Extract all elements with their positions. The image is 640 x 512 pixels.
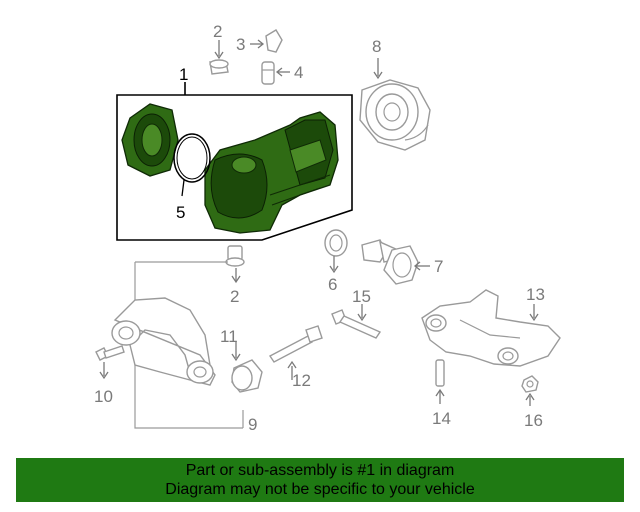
pinion-flange-part[interactable] (359, 58, 431, 151)
plug-part-top[interactable] (209, 40, 229, 75)
callout-8: 8 (372, 37, 381, 56)
callout-15: 15 (352, 287, 371, 306)
bolt-part-12[interactable] (268, 325, 323, 380)
callout-4: 4 (294, 63, 303, 82)
crossmember-part[interactable] (421, 289, 561, 367)
plug-part-lower[interactable] (225, 245, 245, 284)
callout-1: 1 (179, 65, 188, 84)
callout-13: 13 (526, 285, 545, 304)
bolt-part-10[interactable] (95, 345, 125, 380)
nut-part[interactable] (521, 375, 539, 406)
callout-6: 6 (328, 275, 337, 294)
callout-5: 5 (176, 203, 185, 222)
bolt-part-15[interactable] (331, 304, 382, 339)
mount-bracket-part[interactable] (111, 261, 244, 429)
callout-10: 10 (94, 387, 113, 406)
bushing-part[interactable] (231, 342, 263, 393)
callout-2-lower: 2 (230, 287, 239, 306)
disclaimer-banner: Part or sub-assembly is #1 in diagram Di… (16, 458, 624, 502)
flange-part[interactable] (361, 239, 430, 285)
disclaimer-line-2: Diagram may not be specific to your vehi… (165, 481, 475, 498)
callout-9: 9 (248, 415, 257, 434)
breather-cap-part[interactable] (250, 29, 283, 53)
vent-tube-part[interactable] (261, 61, 290, 85)
assembly-box (116, 82, 353, 241)
disclaimer-line-1: Part or sub-assembly is #1 in diagram (185, 462, 455, 479)
callout-12: 12 (292, 371, 311, 390)
stud-part[interactable] (435, 359, 445, 404)
callout-7: 7 (434, 257, 443, 276)
callout-3: 3 (236, 35, 245, 54)
o-ring-part[interactable] (173, 133, 211, 197)
callout-14: 14 (432, 409, 451, 428)
seal-part[interactable] (324, 229, 348, 274)
callout-16: 16 (524, 411, 543, 430)
differential-housing-part[interactable] (121, 103, 339, 234)
callout-11: 11 (220, 327, 238, 346)
callout-2-top: 2 (213, 22, 222, 41)
